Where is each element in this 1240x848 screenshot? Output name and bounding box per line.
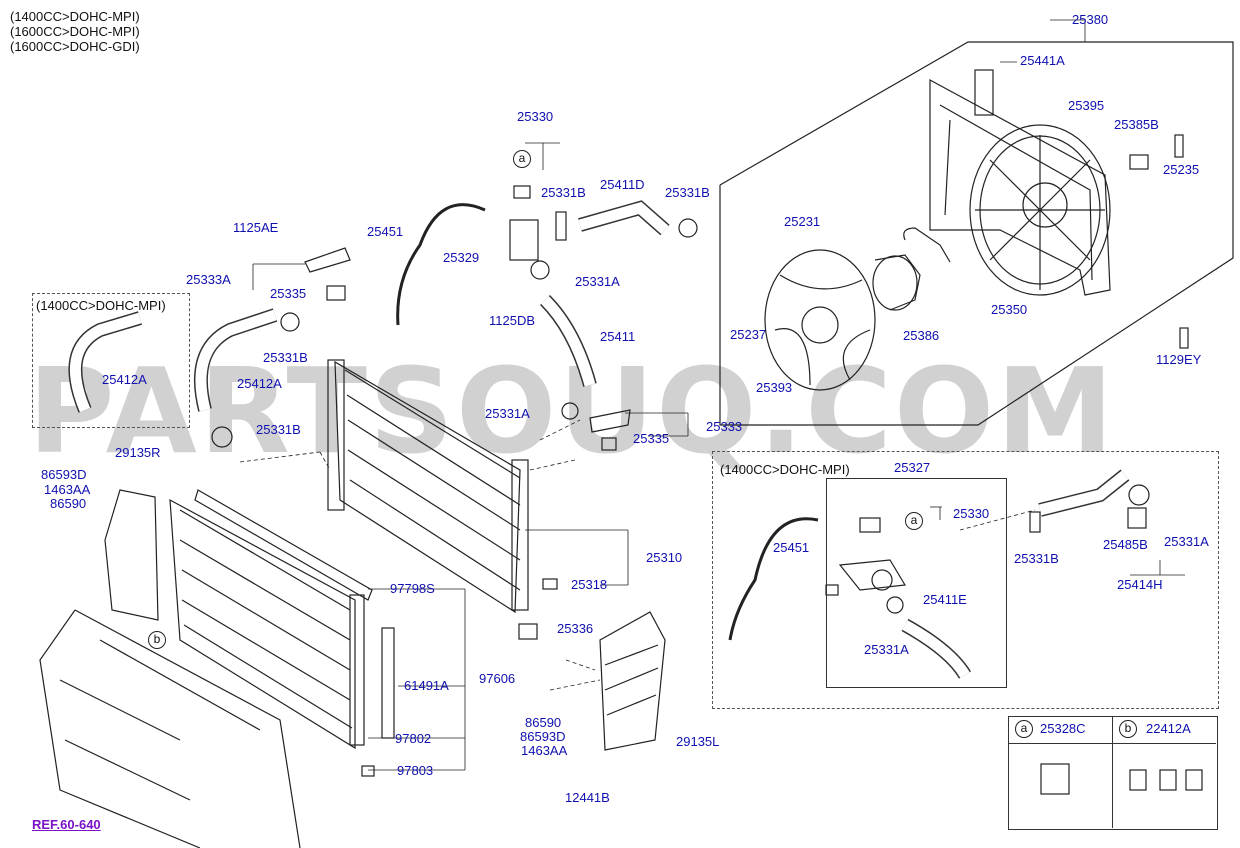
part-label-25412A-mid[interactable]: 25412A	[237, 376, 282, 391]
part-label-29135L[interactable]: 29135L	[676, 734, 720, 749]
part-label-61491A[interactable]: 61491A	[404, 678, 449, 693]
legend-a-circle: a	[1015, 720, 1033, 738]
part-label-25485B[interactable]: 25485B	[1103, 537, 1148, 552]
part-label-25441A[interactable]: 25441A	[1020, 53, 1065, 68]
part-label-97803[interactable]: 97803	[397, 763, 434, 778]
condenser-core	[169, 498, 356, 750]
part-label-25331B-a[interactable]: 25331B	[541, 185, 586, 200]
part-label-25331A-top[interactable]: 25331A	[575, 274, 620, 289]
part-label-1125DB[interactable]: 1125DB	[489, 313, 536, 328]
reservoir-neck	[974, 69, 994, 116]
inset-left-dashed-box	[32, 293, 190, 428]
part-label-25380[interactable]: 25380	[1072, 12, 1109, 27]
part-label-25451-top[interactable]: 25451	[367, 224, 404, 239]
part-label-25395[interactable]: 25395	[1068, 98, 1105, 113]
part-label-86590-a[interactable]: 86590	[50, 496, 87, 511]
fan-shroud	[929, 78, 1111, 296]
legend-box	[1008, 716, 1218, 830]
part-label-25310[interactable]: 25310	[646, 550, 683, 565]
part-label-25411[interactable]: 25411	[600, 329, 636, 344]
part-label-25237[interactable]: 25237	[730, 327, 767, 342]
part-label-25327[interactable]: 25327	[894, 460, 931, 475]
part-label-29135R[interactable]: 29135R	[115, 445, 161, 460]
part-label-97802[interactable]: 97802	[395, 731, 432, 746]
inset-left-variant: (1400CC>DOHC-MPI)	[36, 298, 166, 313]
part-label-25331B-c[interactable]: 25331B	[263, 350, 308, 365]
variant-line-3: (1600CC>DOHC-GDI)	[10, 39, 140, 54]
part-label-25386[interactable]: 25386	[903, 328, 940, 343]
part-label-25451-right[interactable]: 25451	[773, 540, 810, 555]
part-label-25412A-left[interactable]: 25412A	[102, 372, 147, 387]
inset-right-variant: (1400CC>DOHC-MPI)	[720, 462, 850, 477]
callout-a-top: a	[513, 150, 531, 168]
part-label-25331A-mid[interactable]: 25331A	[485, 406, 530, 421]
inset-right-sub-box	[826, 478, 1007, 688]
part-label-25333[interactable]: 25333	[706, 419, 743, 434]
part-label-86593D-a[interactable]: 86593D	[41, 467, 87, 482]
watermark-text: PARTSOUQ.COM	[28, 342, 1116, 480]
part-label-25385B[interactable]: 25385B	[1114, 117, 1159, 132]
part-label-25235[interactable]: 25235	[1163, 162, 1200, 177]
part-label-25331A-right-2[interactable]: 25331A	[864, 642, 909, 657]
part-label-25335-mid[interactable]: 25335	[633, 431, 670, 446]
air-guard-right	[599, 611, 666, 751]
part-label-1129EY[interactable]: 1129EY	[1156, 352, 1202, 367]
legend-header-line	[1008, 743, 1216, 744]
part-label-25411E[interactable]: 25411E	[923, 592, 967, 607]
callout-a-right: a	[905, 512, 923, 530]
part-label-25231[interactable]: 25231	[784, 214, 821, 229]
part-label-25331B-b[interactable]: 25331B	[665, 185, 710, 200]
part-label-25331A-right-1[interactable]: 25331A	[1164, 534, 1209, 549]
fan-motor	[872, 255, 918, 311]
part-label-97606[interactable]: 97606	[479, 671, 516, 686]
part-label-86593D-b[interactable]: 86593D	[520, 729, 566, 744]
part-label-25329[interactable]: 25329	[443, 250, 480, 265]
part-label-25350[interactable]: 25350	[991, 302, 1028, 317]
legend-divider	[1008, 716, 1113, 828]
legend-a-part[interactable]: 25328C	[1040, 721, 1086, 736]
ref-link[interactable]: REF.60-640	[32, 817, 101, 832]
fan-assembly-outline	[719, 41, 1234, 426]
part-label-25331B-right[interactable]: 25331B	[1014, 551, 1059, 566]
part-label-12441B[interactable]: 12441B	[565, 790, 610, 805]
part-label-25330-top[interactable]: 25330	[517, 109, 554, 124]
part-label-1125AE[interactable]: 1125AE	[233, 220, 279, 235]
part-label-25393[interactable]: 25393	[756, 380, 793, 395]
radiator-core	[334, 360, 521, 614]
air-guard-left	[104, 489, 159, 621]
fan-blade	[764, 249, 876, 391]
part-label-25414H[interactable]: 25414H	[1117, 577, 1163, 592]
fan-blade-ring	[969, 124, 1111, 296]
part-label-25336[interactable]: 25336	[557, 621, 594, 636]
part-label-97798S[interactable]: 97798S	[390, 581, 435, 596]
part-label-25333A[interactable]: 25333A	[186, 272, 231, 287]
variant-line-2: (1600CC>DOHC-MPI)	[10, 24, 140, 39]
front-panel	[39, 609, 301, 848]
part-label-25335-top[interactable]: 25335	[270, 286, 307, 301]
part-label-25411D[interactable]: 25411D	[600, 177, 645, 192]
inset-right-dashed-box	[712, 451, 1219, 709]
callout-b: b	[148, 631, 166, 649]
legend-b-part[interactable]: 22412A	[1146, 721, 1191, 736]
part-label-25318[interactable]: 25318	[571, 577, 608, 592]
part-label-86590-b[interactable]: 86590	[525, 715, 562, 730]
part-label-25330-right[interactable]: 25330	[953, 506, 990, 521]
legend-b-circle: b	[1119, 720, 1137, 738]
part-label-1463AA-b[interactable]: 1463AA	[521, 743, 568, 758]
part-label-25331B-d[interactable]: 25331B	[256, 422, 301, 437]
hose-25451	[396, 203, 486, 326]
variant-line-1: (1400CC>DOHC-MPI)	[10, 9, 140, 24]
part-label-1463AA-a[interactable]: 1463AA	[44, 482, 91, 497]
